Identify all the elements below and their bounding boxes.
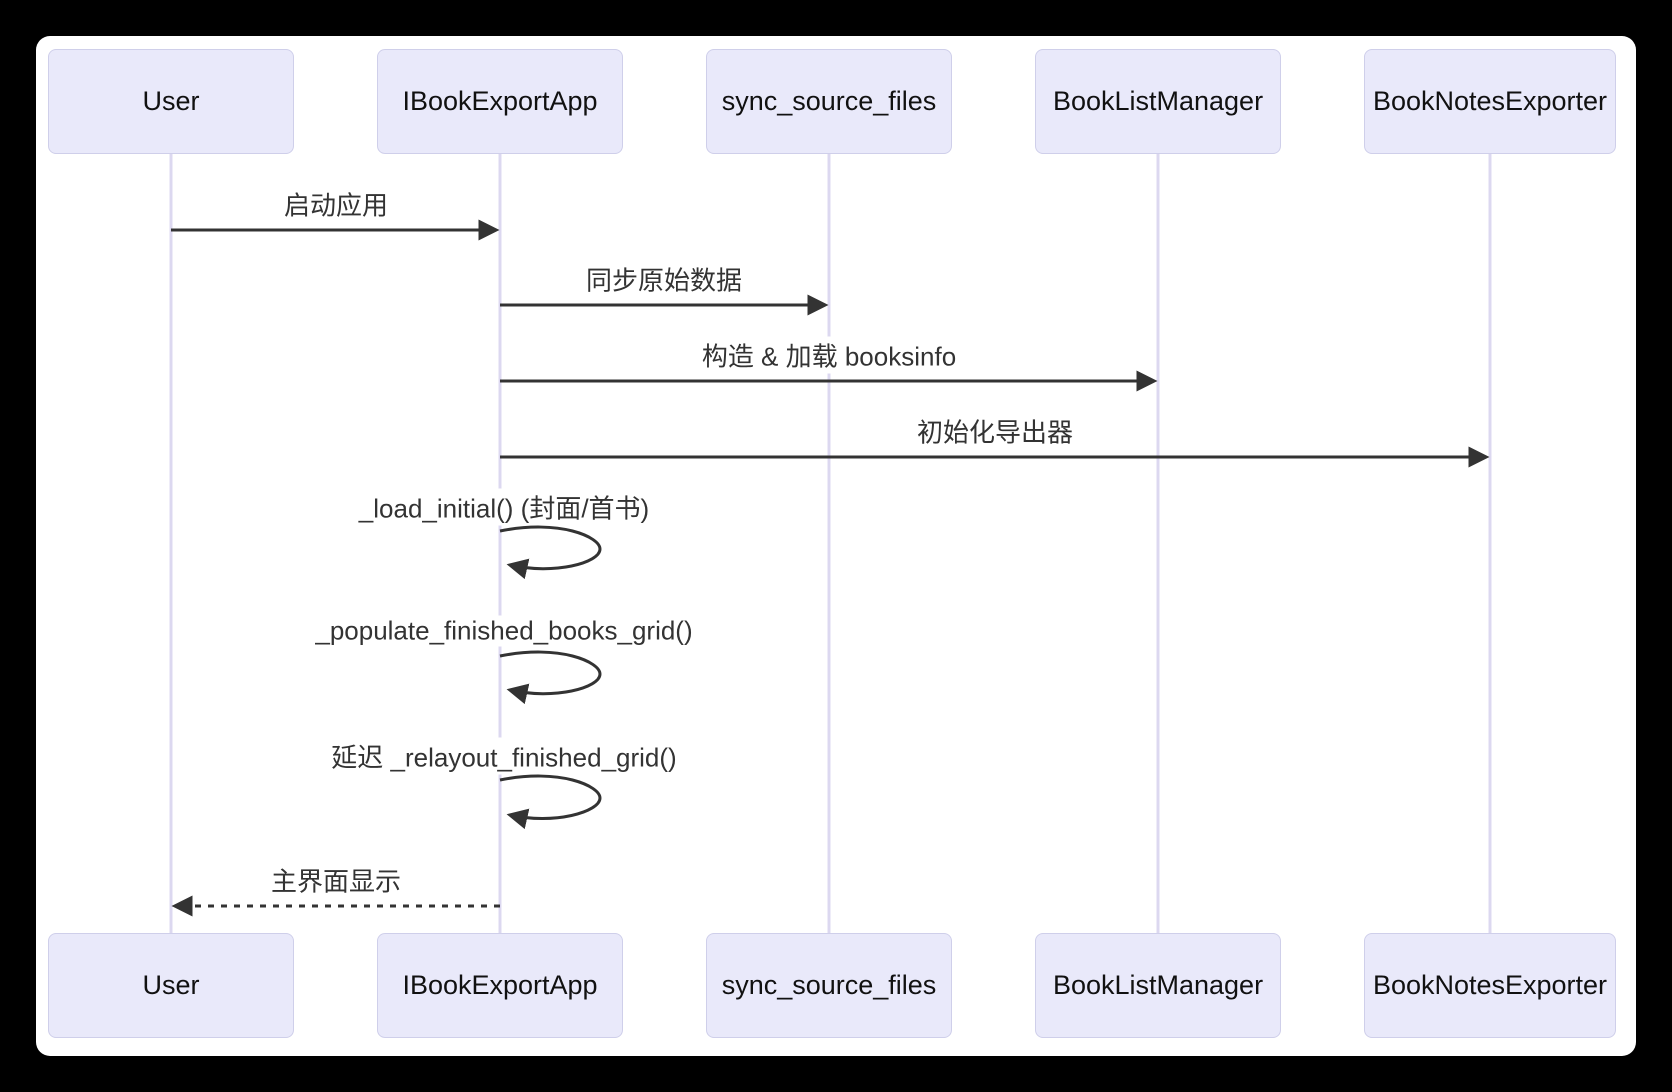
participant-user-label-bottom: User [142, 970, 200, 1000]
participant-ibookexportapp-top: IBookExportApp [377, 49, 623, 154]
participant-sync-source-files-label-bottom: sync_source_files [721, 970, 937, 1000]
participant-user-label: User [142, 86, 200, 116]
self-loop-relayout-finished-grid [499, 774, 602, 830]
message-label-relayout-finished-grid: 延迟 _relayout_finished_grid() [325, 737, 683, 775]
participant-user-bottom: User [48, 933, 294, 1038]
participant-ibookexportapp-label-bottom: IBookExportApp [402, 970, 598, 1000]
message-label-start-app: 启动应用 [277, 185, 395, 223]
participant-ibookexportapp-bottom: IBookExportApp [377, 933, 623, 1038]
message-label-populate-finished-books-grid: _populate_finished_books_grid() [309, 615, 699, 647]
participant-ibookexportapp-label: IBookExportApp [402, 86, 598, 116]
participant-user-top: User [48, 49, 294, 154]
participant-booknotesexporter-label: BookNotesExporter [1372, 86, 1608, 116]
participant-sync-source-files-label: sync_source_files [721, 86, 937, 116]
participant-booklistmanager-top: BookListManager [1035, 49, 1281, 154]
message-label-main-ui-shown: 主界面显示 [264, 861, 408, 899]
participant-booklistmanager-label: BookListManager [1052, 86, 1264, 116]
message-label-sync-source-data: 同步原始数据 [579, 260, 749, 298]
participant-sync-source-files-top: sync_source_files [706, 49, 952, 154]
sequence-diagram-canvas: User IBookExportApp sync_source_files Bo… [36, 36, 1636, 1056]
self-loop-populate-finished-books-grid [499, 650, 602, 705]
diagram-lines-layer [169, 154, 1492, 933]
self-loop-load-initial [499, 525, 602, 580]
participant-booklistmanager-label-bottom: BookListManager [1052, 970, 1264, 1000]
message-label-load-initial: _load_initial() (封面/首书) [352, 488, 656, 526]
message-label-init-exporter: 初始化导出器 [910, 412, 1080, 450]
participant-sync-source-files-bottom: sync_source_files [706, 933, 952, 1038]
participant-booklistmanager-bottom: BookListManager [1035, 933, 1281, 1038]
participant-booknotesexporter-label-bottom: BookNotesExporter [1372, 970, 1608, 1000]
message-label-build-load-booksinfo: 构造 & 加载 booksinfo [695, 336, 963, 374]
participant-booknotesexporter-bottom: BookNotesExporter [1364, 933, 1616, 1038]
participant-booknotesexporter-top: BookNotesExporter [1364, 49, 1616, 154]
